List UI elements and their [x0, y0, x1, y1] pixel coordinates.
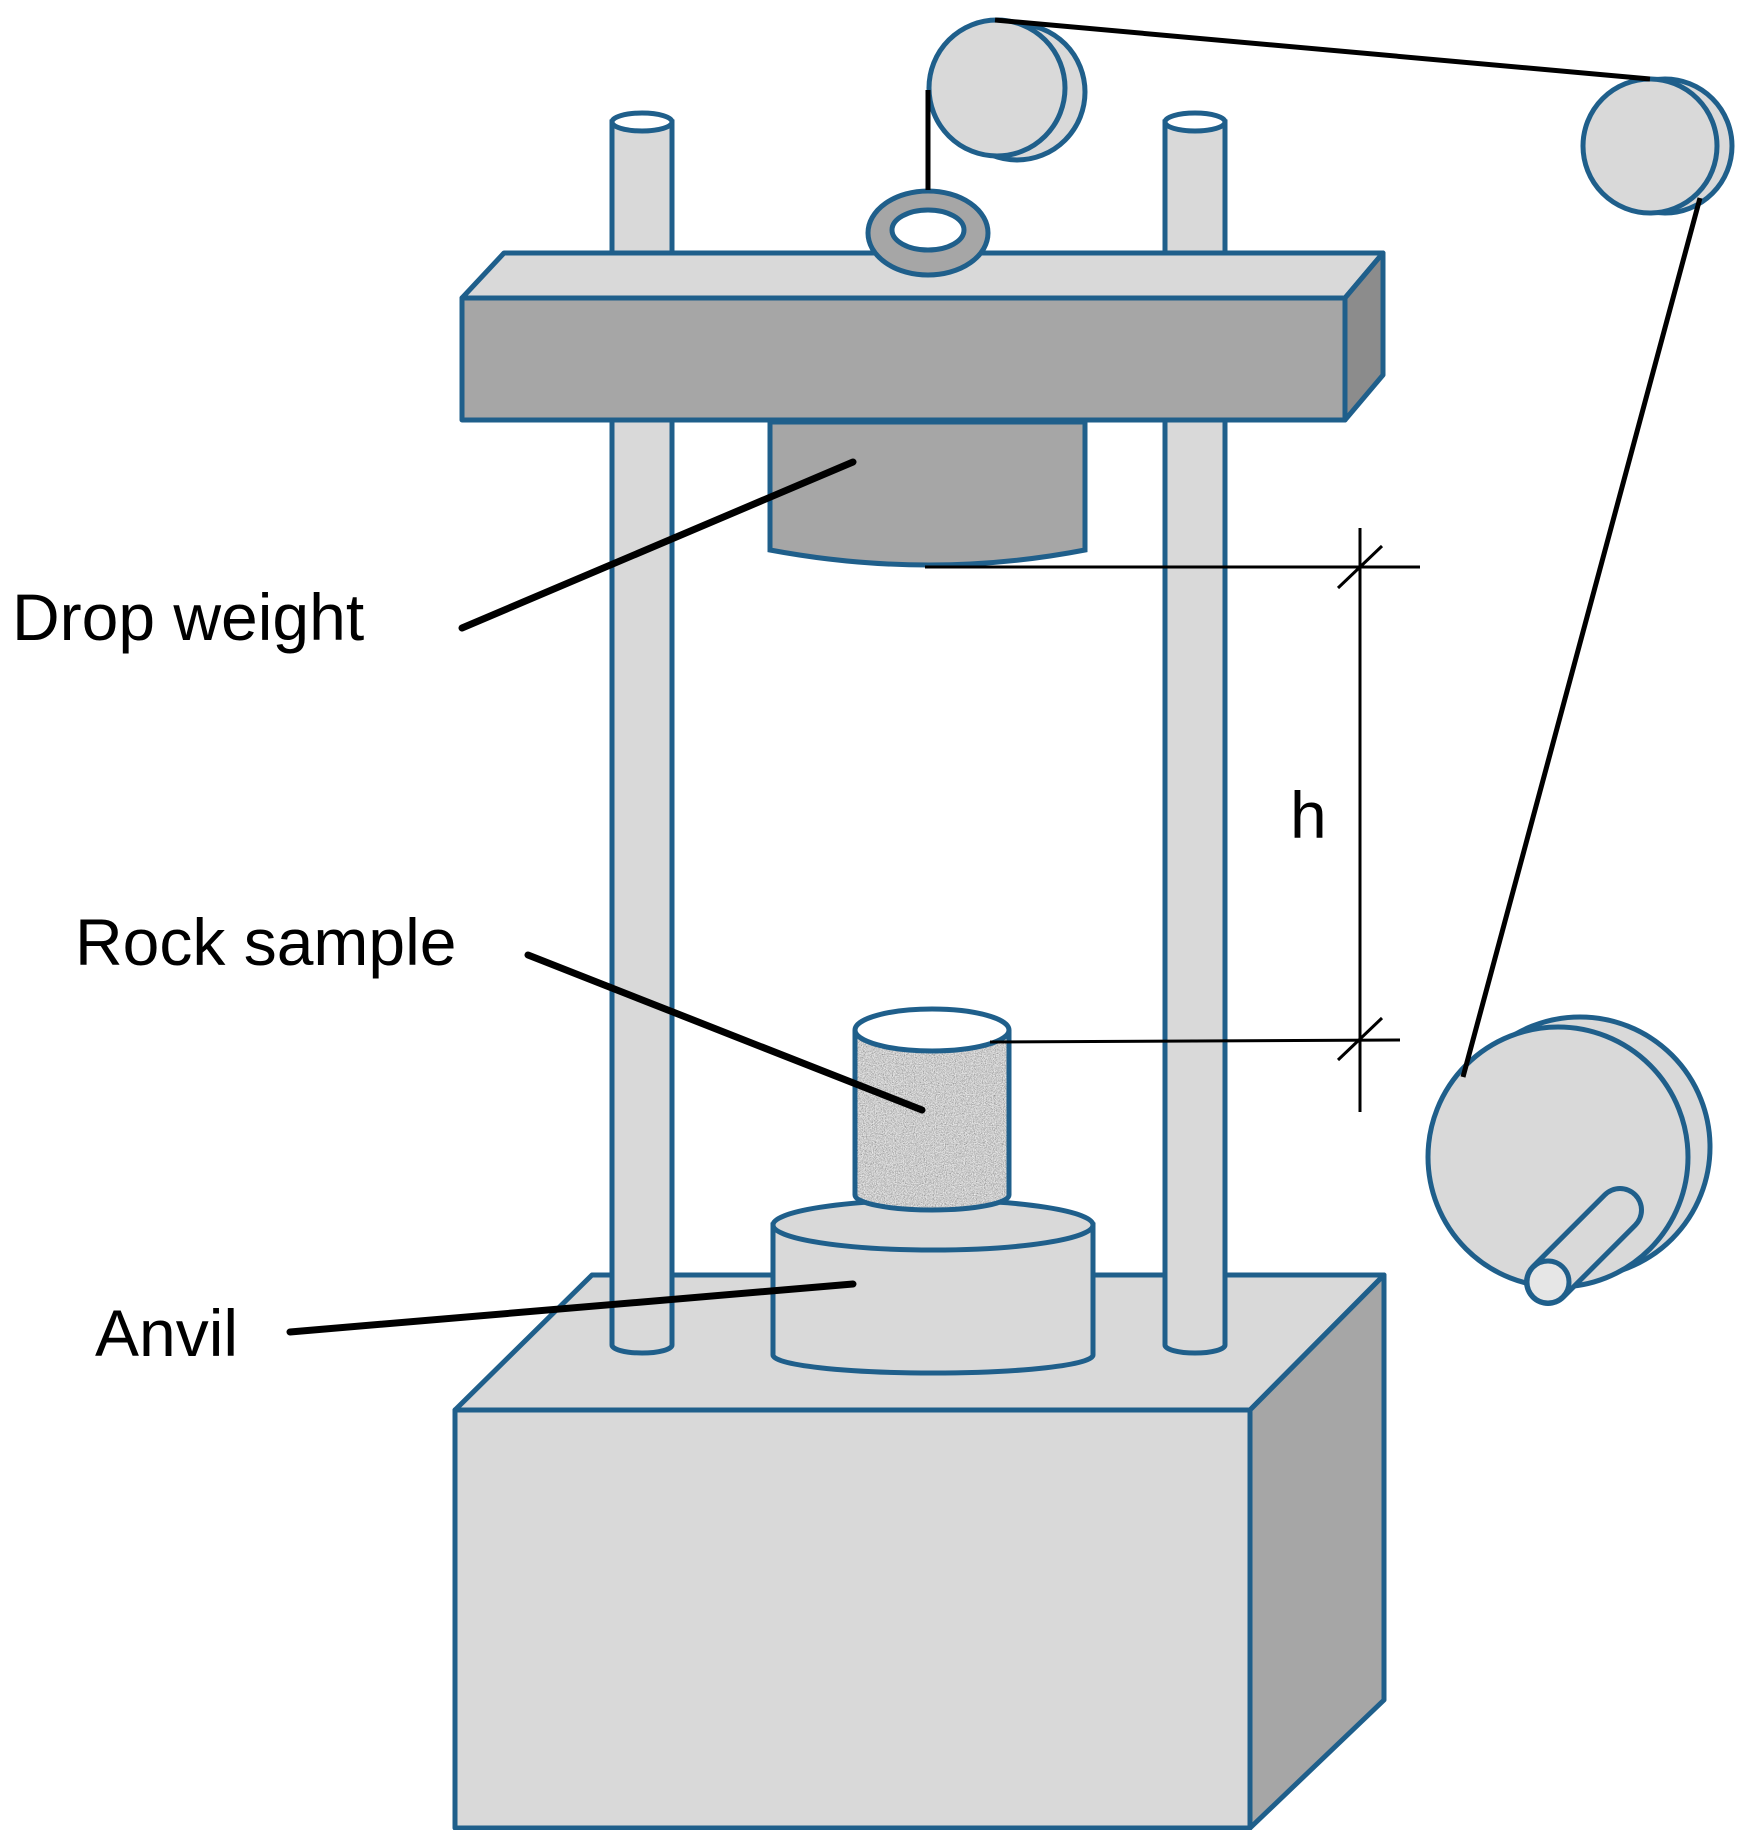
anvil-leader	[286, 1280, 857, 1336]
left-guide-rod	[609, 417, 675, 1356]
height-label: h	[1290, 778, 1327, 852]
top-left-pulley	[926, 17, 1088, 163]
rock-sample-leader	[524, 951, 926, 1114]
crank-handle-end	[1524, 1258, 1572, 1306]
rock-sample-top	[852, 1006, 1012, 1054]
base-front-face	[452, 1407, 1253, 1830]
top-right-pulley	[1580, 76, 1735, 216]
lifting-ring	[865, 188, 991, 278]
rock-sample-label: Rock sample	[75, 905, 456, 979]
winch-drum	[1425, 1014, 1713, 1306]
rope	[925, 17, 1703, 1078]
leader-lines	[286, 458, 926, 1336]
drop-weight-label: Drop weight	[12, 580, 364, 654]
base-block	[452, 1272, 1387, 1830]
anvil-label: Anvil	[95, 1296, 238, 1370]
rock-sample	[852, 1006, 1012, 1213]
top-crossbeam	[459, 250, 1386, 423]
drop-weight-leader	[458, 458, 857, 632]
crossbeam-front-face	[459, 295, 1348, 423]
right-guide-rod	[1162, 417, 1228, 1356]
height-dimension	[925, 528, 1420, 1112]
drop-weight	[767, 419, 1088, 568]
